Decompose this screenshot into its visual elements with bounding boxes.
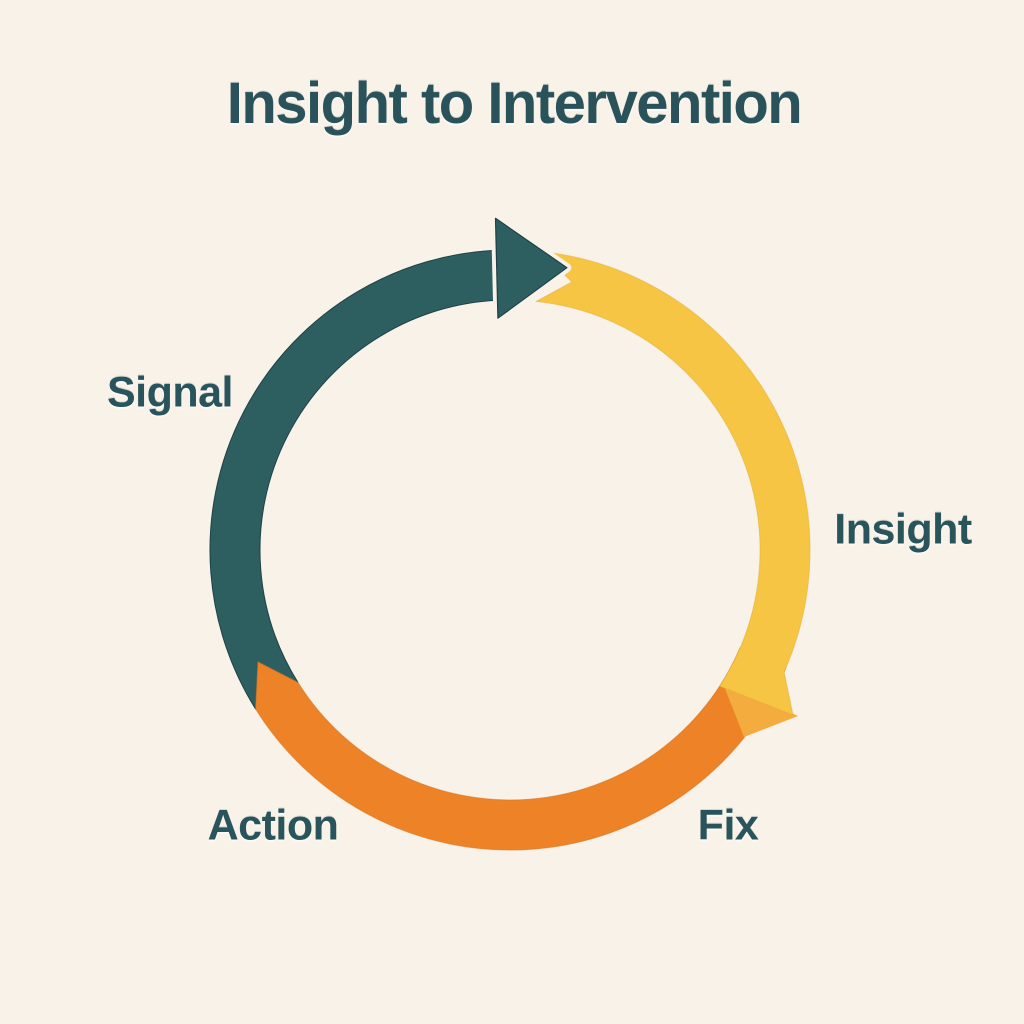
page-title: Insight to Intervention <box>226 71 803 136</box>
insight-arc-segment <box>535 251 811 716</box>
stage-label-signal: Signal <box>106 368 234 417</box>
signal-arc-segment <box>209 249 498 710</box>
stage-label-action: Action <box>207 801 339 850</box>
stage-label-fix: Fix <box>697 801 759 850</box>
ribbon-fold <box>722 681 798 737</box>
fix-action-arc-segment <box>255 647 787 851</box>
flow-arrowhead-icon <box>494 217 568 319</box>
stage-label-insight: Insight <box>834 505 972 554</box>
